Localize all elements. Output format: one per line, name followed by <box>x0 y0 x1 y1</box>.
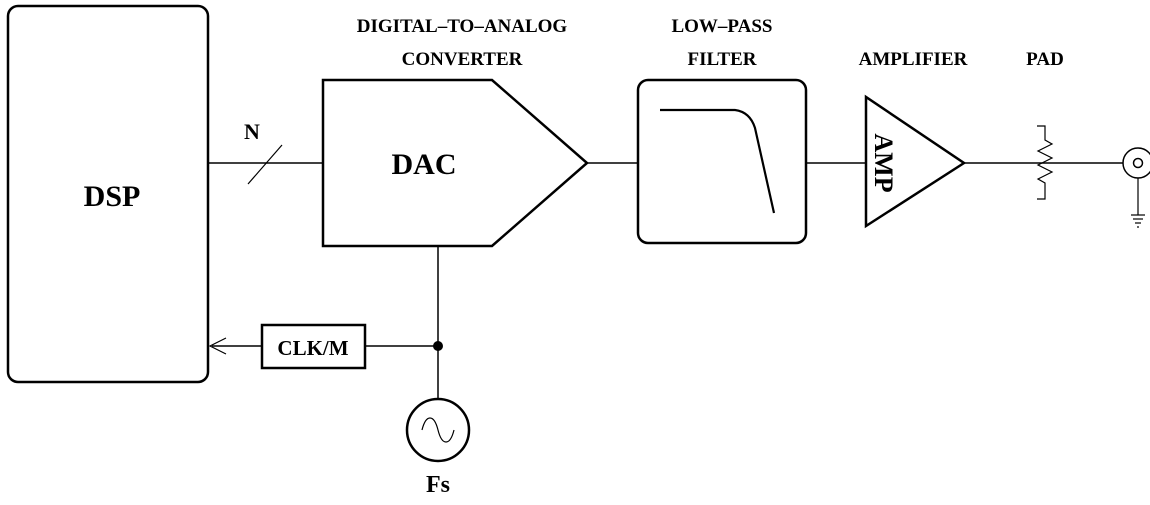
dac-title-line2: CONVERTER <box>402 49 523 70</box>
amplifier-title: AMPLIFIER <box>859 49 968 70</box>
sine-wave-icon <box>421 417 455 443</box>
clock-junction-dot <box>433 341 443 351</box>
dsp-label: DSP <box>84 180 141 213</box>
amplifier-label: AMP <box>869 133 898 192</box>
clock-path <box>208 246 443 398</box>
dac-title-line1: DIGITAL–TO–ANALOG <box>357 16 568 37</box>
sample-clock-source: Fs <box>405 397 471 498</box>
dsp-block: DSP <box>6 4 210 384</box>
pad-title: PAD <box>1026 49 1064 70</box>
dsp-box <box>6 4 210 384</box>
clock-divider-label: CLK/M <box>277 336 348 360</box>
arrowhead-icon <box>208 337 227 355</box>
coax-center-pin-icon <box>1132 157 1144 169</box>
ground-icon <box>1131 214 1145 228</box>
dac-pentagon <box>321 78 589 248</box>
amplifier-triangle <box>864 94 967 229</box>
sample-clock-label: Fs <box>426 472 450 498</box>
pad-resistor-icon <box>1036 125 1054 200</box>
data-bus: N <box>208 119 323 185</box>
clock-divider-box <box>260 323 367 370</box>
dac-label: DAC <box>392 148 457 181</box>
pad-block: PAD <box>1026 49 1064 200</box>
filter-box <box>636 78 808 245</box>
lowpass-filter-block: LOW–PASS FILTER <box>636 16 808 245</box>
output-connector <box>1122 147 1150 228</box>
amplifier-block: AMPLIFIER AMP <box>859 49 968 229</box>
dac-block: DIGITAL–TO–ANALOG CONVERTER DAC <box>321 16 589 248</box>
bus-width-label: N <box>244 119 260 144</box>
filter-title-line2: FILTER <box>688 49 757 70</box>
clock-divider-block: CLK/M <box>260 323 367 370</box>
filter-title-line1: LOW–PASS <box>671 16 772 37</box>
lowpass-response-curve <box>660 108 776 214</box>
bus-slash-mark <box>247 144 283 185</box>
